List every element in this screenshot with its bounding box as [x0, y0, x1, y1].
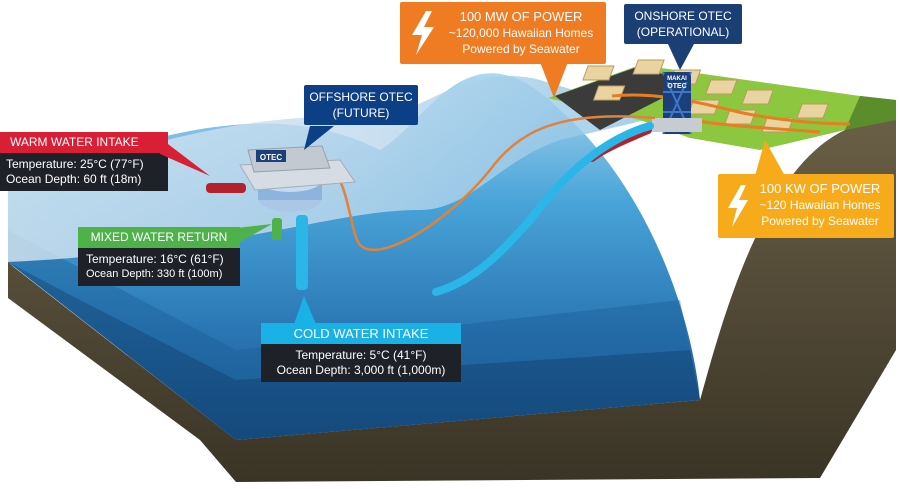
- mixed-return-pointer: [236, 224, 272, 242]
- power-kw-homes: ~120 Hawaiian Homes: [759, 198, 881, 212]
- onshore-otec-title: ONSHORE OTEC: [634, 9, 732, 23]
- warm-intake-callout: WARM WATER INTAKE Temperature: 25°C (77°…: [0, 132, 168, 191]
- onshore-otec-pointer: [668, 44, 694, 70]
- onshore-otec-tower: MAKAI OTEC: [652, 71, 702, 135]
- offshore-otec-status: (FUTURE): [332, 106, 390, 120]
- power-kw-source: Powered by Seawater: [761, 214, 879, 228]
- power-mw-callout: 100 MW OF POWER ~120,000 Hawaiian Homes …: [400, 2, 606, 64]
- power-mw-source: Powered by Seawater: [462, 42, 580, 56]
- power-mw-amount: 100 MW OF POWER: [459, 9, 583, 24]
- offshore-power-cable: [321, 115, 656, 252]
- platform-label: OTEC: [260, 153, 282, 162]
- cold-intake-callout: COLD WATER INTAKE Temperature: 5°C (41°F…: [261, 323, 461, 382]
- lightning-bolt-icon: [412, 11, 434, 55]
- power-kw-callout: 100 KW OF POWER ~120 Hawaiian Homes Powe…: [718, 174, 894, 238]
- warm-intake-title: WARM WATER INTAKE: [0, 132, 168, 153]
- warm-intake-temperature: Temperature: 25°C (77°F): [6, 157, 144, 171]
- onshore-cold-pipe: [432, 122, 654, 296]
- power-mw-homes: ~120,000 Hawaiian Homes: [448, 26, 594, 40]
- offshore-otec-platform: OTEC: [239, 145, 356, 212]
- lightning-bolt-icon: [728, 185, 748, 227]
- land-power-cable: [611, 93, 851, 126]
- road: [555, 66, 690, 130]
- warm-intake-pointer: [160, 138, 210, 176]
- tower-label-makai: MAKAI: [667, 76, 687, 82]
- warm-intake-pipe: [206, 183, 246, 193]
- tower-label-otec: OTEC: [667, 83, 686, 90]
- onshore-otec-callout: ONSHORE OTEC (OPERATIONAL): [624, 4, 742, 44]
- cold-intake-pointer: [294, 296, 316, 324]
- mixed-return-depth: Ocean Depth: 330 ft (100m): [86, 268, 223, 280]
- land-edge: [845, 96, 896, 130]
- offshore-otec-pointer: [304, 126, 334, 150]
- deep-water-layer: [8, 262, 700, 440]
- mid-water-layer: [8, 230, 690, 380]
- power-mw-pointer: [540, 62, 568, 98]
- cold-intake-depth: Ocean Depth: 3,000 ft (1,000m): [276, 363, 446, 377]
- power-kw-pointer: [755, 140, 785, 176]
- power-kw-amount: 100 KW OF POWER: [759, 181, 881, 196]
- onshore-otec-status: (OPERATIONAL): [636, 25, 730, 39]
- cold-intake-pipe: [296, 215, 308, 290]
- offshore-otec-title: OFFSHORE OTEC: [309, 90, 413, 104]
- mixed-return-pipe: [272, 218, 282, 240]
- mixed-return-title: MIXED WATER RETURN: [78, 227, 240, 248]
- cold-intake-temperature: Temperature: 5°C (41°F): [295, 348, 427, 362]
- warm-intake-depth: Ocean Depth: 60 ft (18m): [6, 172, 142, 186]
- mixed-return-temperature: Temperature: 16°C (61°F): [86, 252, 224, 266]
- mixed-return-callout: MIXED WATER RETURN Temperature: 16°C (61…: [78, 227, 240, 286]
- seabed-front-face: [8, 96, 896, 482]
- cold-intake-title: COLD WATER INTAKE: [261, 323, 461, 344]
- offshore-otec-callout: OFFSHORE OTEC (FUTURE): [304, 85, 418, 125]
